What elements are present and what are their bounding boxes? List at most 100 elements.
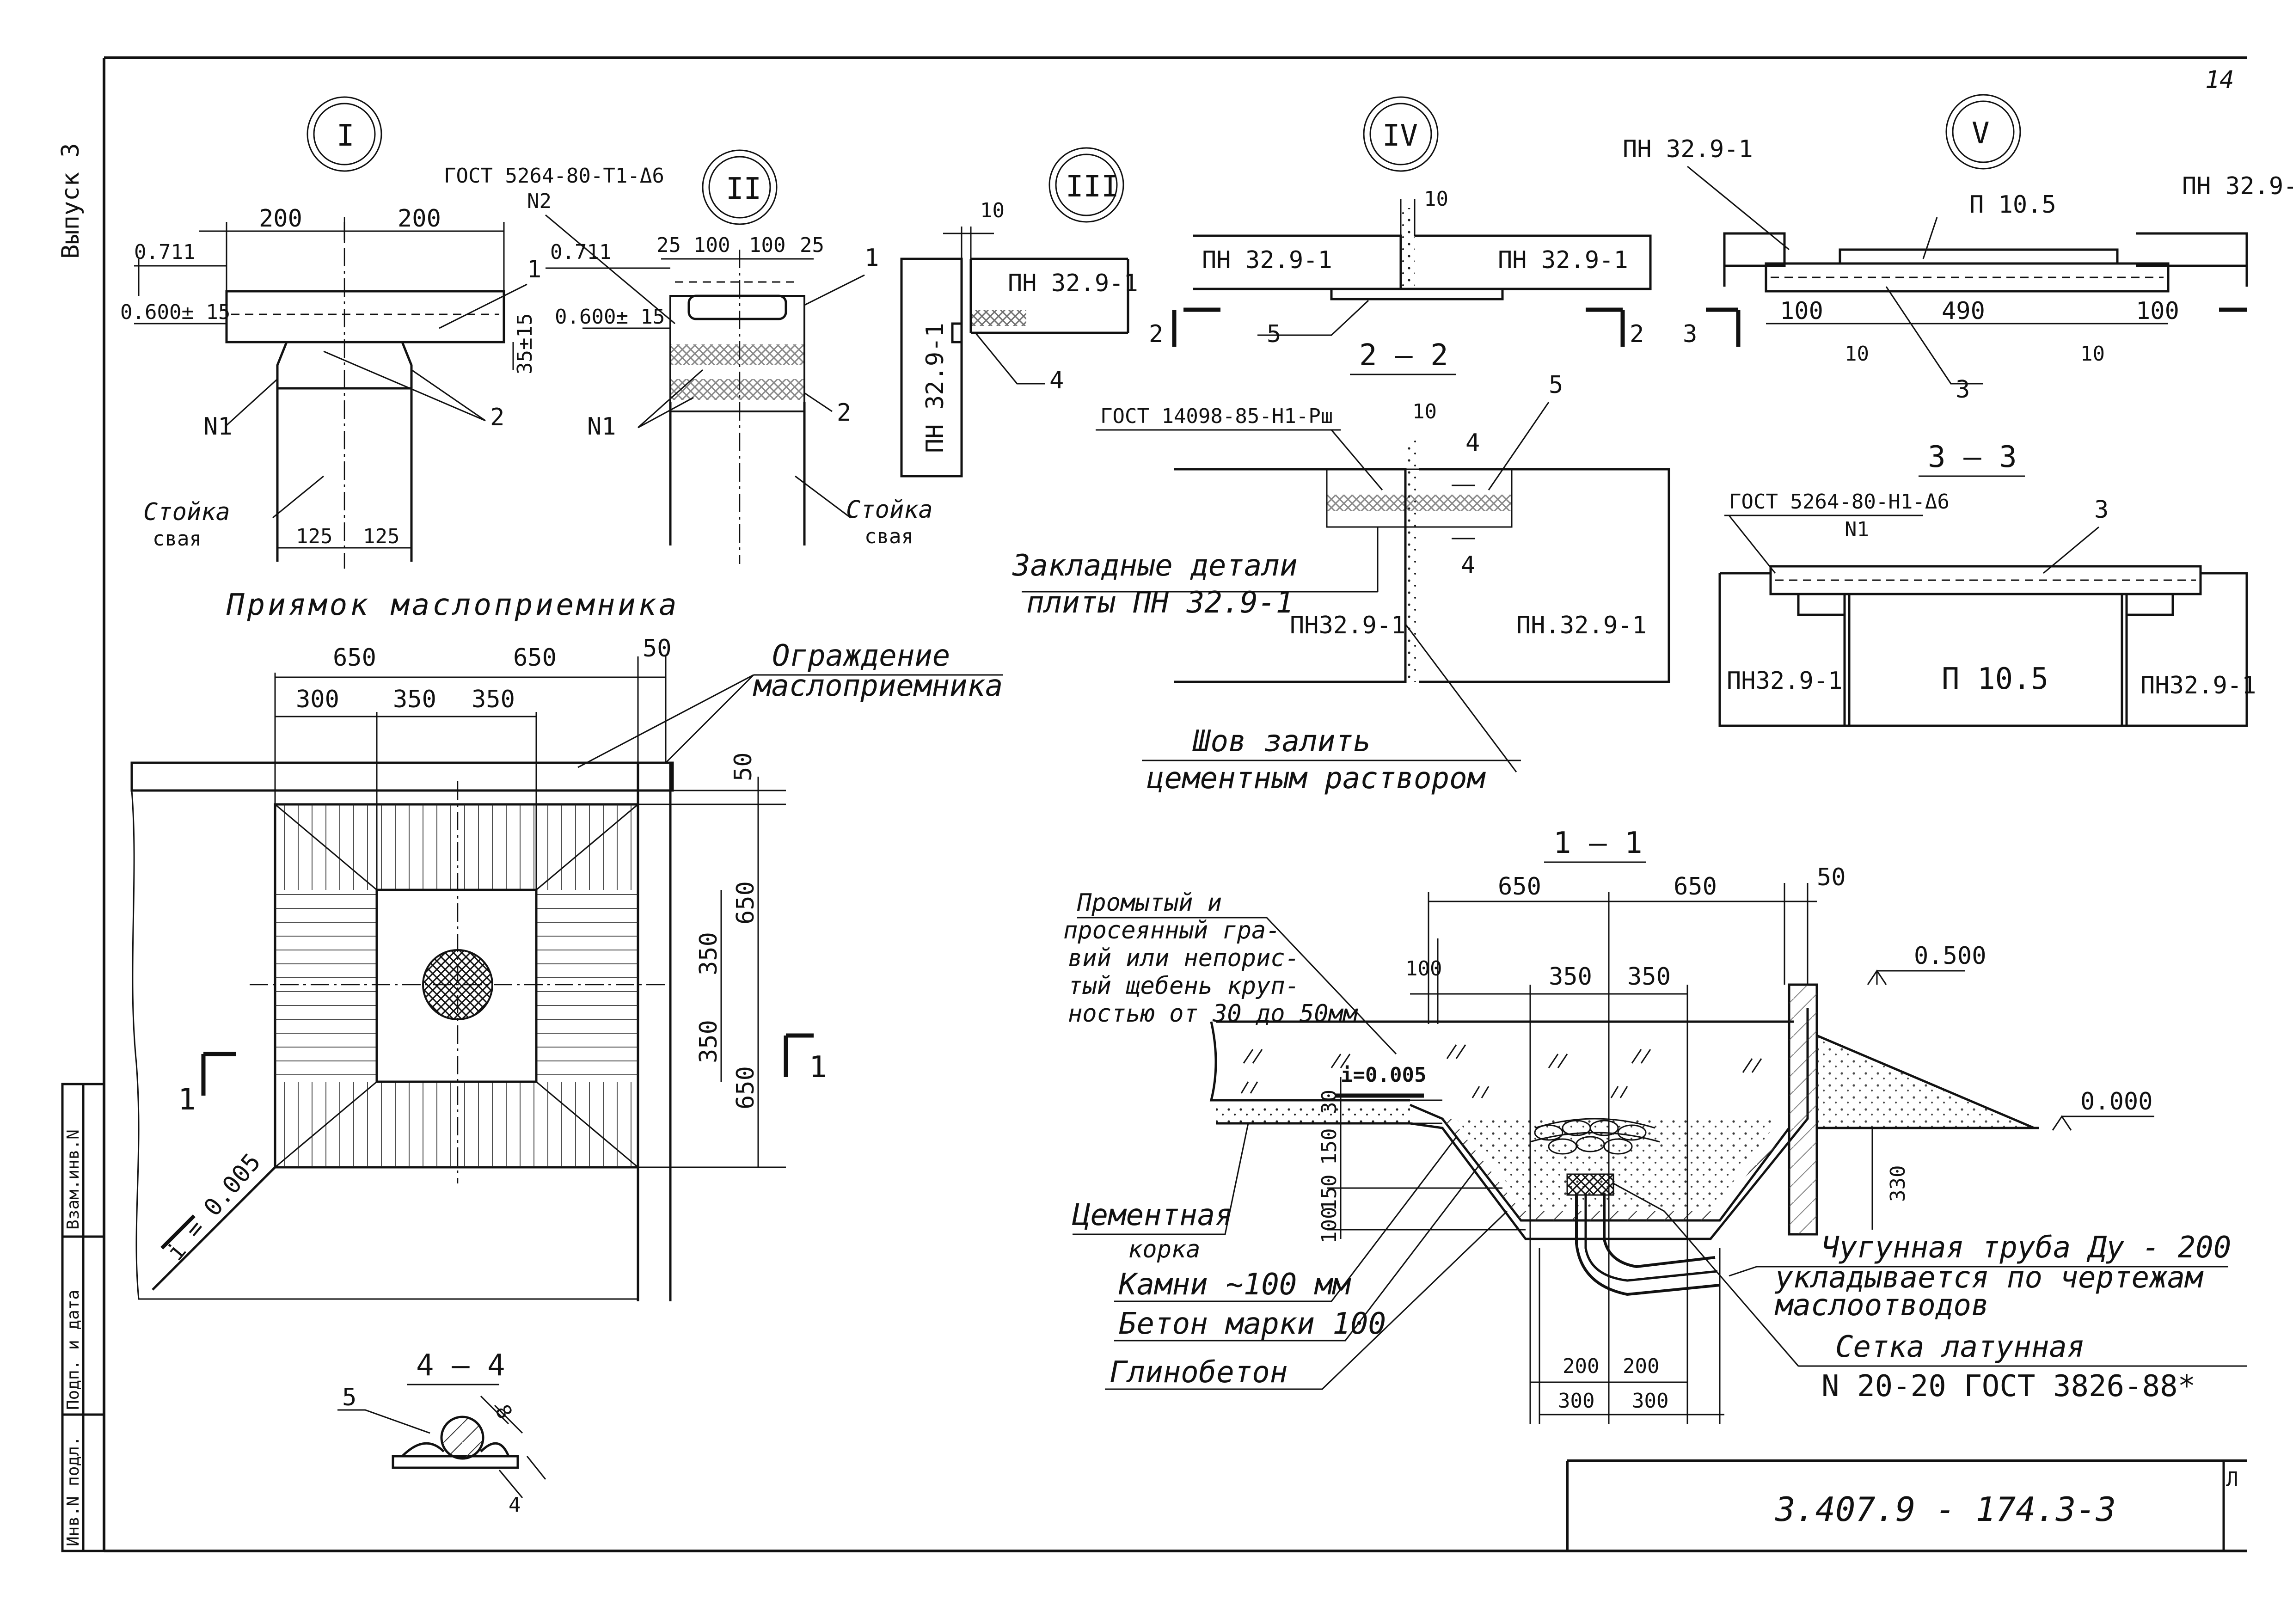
lbl-svaya: свая [153, 527, 202, 551]
detail-V: ПН 32.9-1 П 10.5 ПН 32.9- 100 490 100 10… [1623, 135, 2293, 404]
pn-l-V: ПН 32.9-1 [1623, 135, 1753, 163]
lbl-5-22: 5 [1549, 371, 1563, 399]
lbl-glino: Глинобетон [1110, 1355, 1288, 1390]
sheet-number: 14 [2205, 66, 2234, 94]
gravel-line1: Промытый и [1077, 889, 1222, 917]
lbl-N2: N2 [527, 190, 552, 213]
lbl-2: 2 [490, 404, 504, 431]
dim-300a-11: 300 [1558, 1389, 1594, 1413]
dim-10-IV: 10 [1424, 187, 1448, 211]
dim-200b: 200 [398, 205, 441, 233]
dim-25a: 25 [656, 233, 681, 257]
lbl-5-IV: 5 [1267, 320, 1281, 348]
lvl-0600: 0.600± 15 [120, 300, 230, 324]
detail-I: 200 200 0.711 0.600± 15 35±15 125 125 1 … [120, 205, 541, 569]
pn-r-22: ПН.32.9-1 [1516, 612, 1647, 639]
lbl-stoyka-II: Стойка [846, 496, 933, 524]
dim-650a-11: 650 [1498, 873, 1541, 901]
p105-V: П 10.5 [1969, 191, 2056, 219]
lbl-N1: N1 [203, 413, 233, 441]
dim-330-11: 330 [1886, 1165, 1910, 1202]
side-label: Выпуск 3 [57, 143, 85, 259]
title-block: 3.407.9 - 174.3-3 Л [1566, 1459, 2247, 1551]
callout-I: I [337, 119, 355, 153]
dim-50b-plan: 50 [730, 752, 757, 781]
dim-100b: 100 [749, 233, 785, 257]
lvl-0711-II: 0.711 [550, 240, 611, 264]
dim-650b-plan: 650 [513, 644, 557, 672]
pn-r-IV: ПН 32.9-1 [1498, 246, 1628, 274]
pn-l-22: ПН32.9-1 [1290, 612, 1405, 639]
dim-35: 35±15 [513, 313, 537, 374]
title-3-3: 3 – 3 [1928, 440, 2017, 474]
dim-350v-b: 350 [695, 1020, 723, 1063]
callout-V: V [1972, 116, 1990, 151]
dim-150b-11: 150 [1318, 1175, 1341, 1211]
mesh-line2: N 20-20 ГОСТ 3826-88* [1821, 1369, 2195, 1403]
dim-650a-plan: 650 [333, 644, 376, 672]
dim-10b-V: 10 [2080, 342, 2105, 366]
cut-2-r: 2 [1630, 320, 1644, 348]
lbl-2-II: 2 [837, 399, 851, 427]
shov-line2: цементным раствором [1146, 761, 1486, 796]
lvl-0711: 0.711 [134, 240, 195, 264]
plan-view: Приямок маслоприемника Ограждение маслоп… [130, 588, 1003, 1301]
lbl-beton: Бетон марки 100 [1119, 1307, 1386, 1341]
lbl-N1-33: N1 [1845, 518, 1869, 541]
stamp-podp: Подп. и дата [64, 1290, 83, 1410]
pn-h-III: ПН 32.9-1 [1008, 270, 1138, 297]
pn-l-33: ПН32.9-1 [1727, 667, 1842, 695]
detail-II: 25 100 100 25 ГОСТ 5264-80-Т1-Δ6 N2 0.71… [444, 164, 933, 564]
title-1-1: 1 – 1 [1553, 826, 1643, 860]
dim-200a-11: 200 [1563, 1354, 1599, 1378]
lbl-5-44: 5 [342, 1384, 356, 1411]
pn-r-33: ПН32.9-1 [2140, 672, 2256, 699]
pipe-line1: Чугунная труба Ду - 200 [1821, 1231, 2231, 1265]
callout-II: II [726, 172, 761, 206]
gravel-line3: вий или непорис- [1068, 944, 1300, 972]
section-1-1: 1 – 1 [1063, 826, 2247, 1424]
gravel-line4: тый щебень круп- [1068, 972, 1300, 1000]
dim-125b: 125 [363, 525, 399, 548]
dim-125a: 125 [296, 525, 332, 548]
pn-r-V: ПН 32.9- [2182, 172, 2293, 200]
dim-650v-a: 650 [732, 881, 760, 925]
gost-14098: ГОСТ 14098-85-Н1-Рш [1100, 404, 1333, 428]
stones [1534, 1120, 1647, 1155]
lbl-1-II: 1 [864, 244, 879, 272]
dim-350b-plan: 350 [472, 686, 515, 713]
dim-4-44: 4 [509, 1493, 521, 1517]
dim-350v-a: 350 [695, 932, 723, 975]
cut-3-l: 3 [1683, 320, 1697, 348]
callout-IV: IV [1382, 119, 1418, 153]
ogr-line1: Ограждение [772, 639, 950, 673]
detail-III: 10 ПН 32.9-1 ПН 32.9-1 4 [900, 199, 1138, 478]
lbl-stoyka: Стойка [143, 498, 230, 526]
cut-2-l: 2 [1149, 320, 1163, 348]
cut-1-r: 1 [809, 1050, 827, 1085]
lvl-0000: 0.000 [2080, 1088, 2153, 1115]
dim-650v-b: 650 [732, 1066, 760, 1109]
callout-circles: I II III IV V [307, 94, 2021, 225]
lbl-4a-22: 4 [1465, 429, 1480, 457]
dim-350a-11: 350 [1549, 963, 1592, 991]
dim-50-11: 50 [1817, 864, 1846, 891]
stamp-vzam: Взам.инв.N [64, 1129, 83, 1230]
zakl-line1: Закладные детали [1012, 549, 1298, 583]
drawing-code: 3.407.9 - 174.3-3 [1775, 1490, 2116, 1529]
dim-300-plan: 300 [296, 686, 339, 713]
shov-line1: Шов залить [1192, 724, 1371, 759]
lbl-4-III: 4 [1049, 367, 1064, 394]
zakl-line2: плиты ПН 32.9-1 [1026, 586, 1294, 620]
label-gravel: Промытый и просеянный гра- вий или непор… [1063, 889, 1397, 1055]
lbl-3-V: 3 [1956, 376, 1970, 404]
side-stamp: Инв.N подл. Подп. и дата Взам.инв.N [61, 1083, 105, 1552]
pn-l-IV: ПН 32.9-1 [1202, 246, 1332, 274]
dim-50a-plan: 50 [643, 635, 672, 662]
dim-150a-11: 150 [1318, 1128, 1341, 1165]
dim-30-11: 30 [1318, 1090, 1341, 1114]
cem-line1: Цементная [1072, 1198, 1233, 1232]
lbl-N1-II: N1 [587, 413, 616, 441]
cut-1-l: 1 [178, 1083, 196, 1117]
